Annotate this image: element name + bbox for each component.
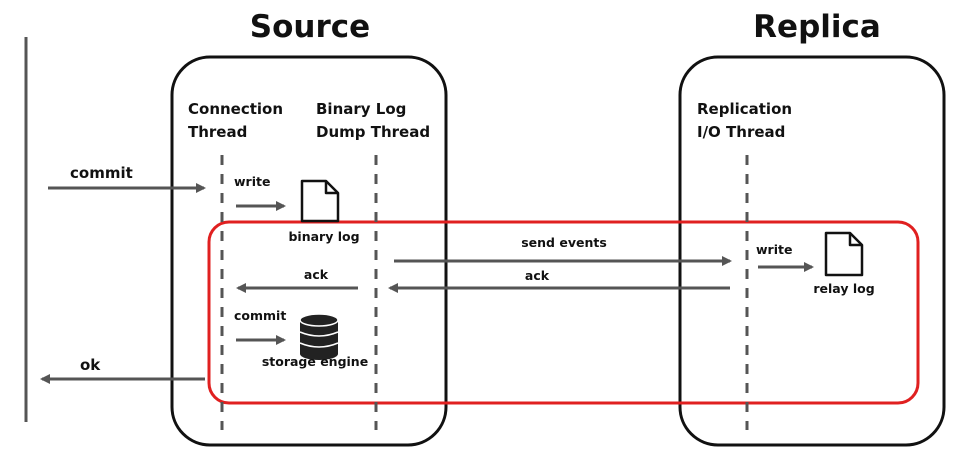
connection-thread-label-line1: Connection bbox=[188, 100, 283, 118]
storage-engine-label: storage engine bbox=[262, 354, 368, 369]
replica-title: Replica bbox=[753, 9, 881, 45]
source-box bbox=[170, 55, 448, 447]
write-relay-label: write bbox=[756, 242, 792, 257]
relay-log-label: relay log bbox=[813, 281, 874, 296]
io-thread-label-line2: I/O Thread bbox=[697, 123, 785, 141]
relay-log-document-icon bbox=[824, 231, 864, 277]
dump-thread-label-line1: Binary Log bbox=[316, 100, 406, 118]
dump-thread-label-line2: Dump Thread bbox=[316, 123, 430, 141]
ok-label: ok bbox=[80, 356, 101, 374]
send-events-label: send events bbox=[521, 235, 607, 250]
semi-sync-highlight bbox=[207, 220, 920, 405]
commit-in-label: commit bbox=[70, 164, 133, 182]
io-thread-label-line1: Replication bbox=[697, 100, 792, 118]
ack-internal-label: ack bbox=[304, 267, 329, 282]
ack-replica-label: ack bbox=[525, 268, 550, 283]
replica-box bbox=[678, 55, 946, 447]
source-title: Source bbox=[250, 9, 370, 45]
storage-engine-database-icon bbox=[299, 313, 339, 360]
write-binlog-label: write bbox=[234, 174, 270, 189]
commit-engine-label: commit bbox=[234, 308, 286, 323]
binary-log-label: binary log bbox=[288, 229, 359, 244]
binary-log-document-icon bbox=[300, 179, 340, 223]
connection-thread-label-line2: Thread bbox=[188, 123, 247, 141]
